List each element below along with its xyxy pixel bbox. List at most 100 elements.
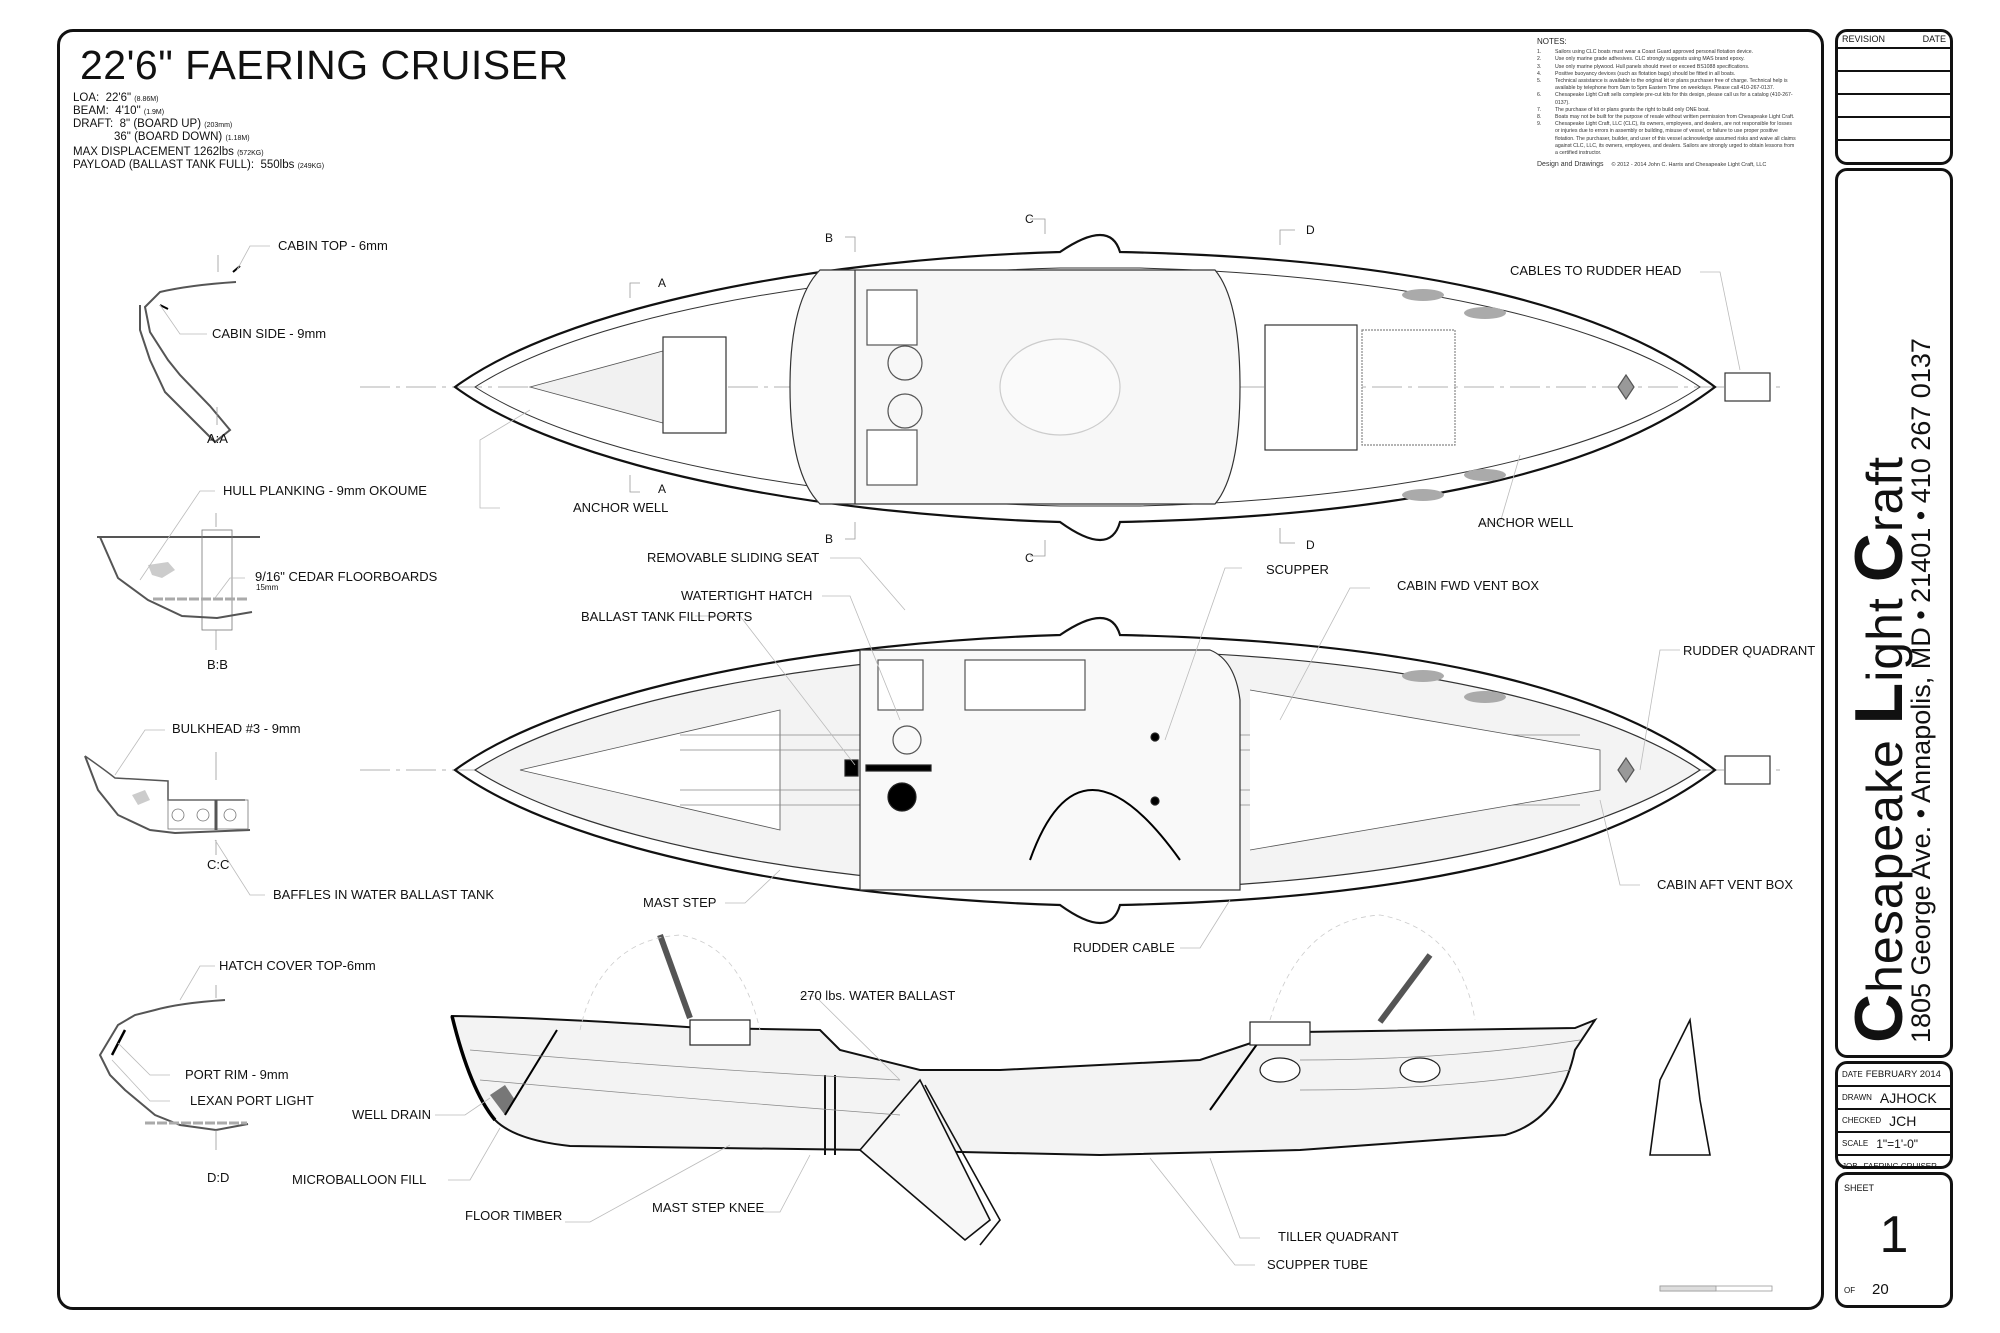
label-rudder-cable: RUDDER CABLE bbox=[1073, 940, 1175, 955]
label-cedar-floorboards-metric: 15mm bbox=[256, 583, 279, 592]
label-cabin-side: CABIN SIDE - 9mm bbox=[212, 326, 327, 341]
sheet-number: 1 bbox=[1879, 1206, 1909, 1264]
note-text: Boats may not be built for the purpose o… bbox=[1555, 114, 1795, 121]
spec-beam: BEAM: 4'10" (1.9M) bbox=[73, 105, 165, 117]
revision-label: REVISION bbox=[1842, 34, 1886, 44]
company-address: 1805 George Ave. • Annapolis, MD • 21401… bbox=[1906, 338, 1936, 1043]
label-hull-planking: HULL PLANKING - 9mm OKOUME bbox=[223, 483, 427, 498]
label-microballoon-fill: MICROBALLOON FILL bbox=[292, 1172, 427, 1187]
note-number: 1. bbox=[1537, 49, 1542, 56]
drawing-title: 22'6" FAERING CRUISER bbox=[80, 42, 569, 88]
label-rudder-quadrant: RUDDER QUADRANT bbox=[1683, 643, 1816, 658]
profile-view-drawing bbox=[450, 914, 1711, 1246]
cut-mark-d-top: D bbox=[1306, 223, 1315, 237]
interior-plan-drawing bbox=[360, 616, 1780, 925]
label-cedar-floorboards: 9/16" CEDAR FLOORBOARDS bbox=[255, 569, 438, 584]
label-removable-sliding-seat: REMOVABLE SLIDING SEAT bbox=[647, 550, 820, 565]
sheet-label: SHEET bbox=[1844, 1183, 1875, 1193]
cut-mark-a-bottom: A bbox=[658, 482, 667, 496]
revision-box: REVISION DATE bbox=[1835, 29, 1953, 165]
note-number: 5. bbox=[1537, 78, 1542, 85]
cut-mark-b-top: B bbox=[825, 231, 834, 245]
spec-displacement: MAX DISPLACEMENT 1262lbs (572KG) bbox=[73, 146, 264, 158]
section-aa-id: A:A bbox=[207, 431, 228, 446]
revision-row bbox=[1838, 118, 1950, 141]
note-item: 5. Technical assistance is available to t… bbox=[1537, 78, 1797, 92]
note-text: Chesapeake Light Craft, LLC (CLC), its o… bbox=[1555, 121, 1796, 157]
note-item: 4. Positive buoyancy devices (such as flo… bbox=[1537, 71, 1797, 78]
cut-mark-a-top: A bbox=[658, 276, 667, 290]
label-port-rim: PORT RIM - 9mm bbox=[185, 1067, 289, 1082]
label-bulkhead-3: BULKHEAD #3 - 9mm bbox=[172, 721, 301, 736]
label-cables-to-rudder-head: CABLES TO RUDDER HEAD bbox=[1510, 263, 1682, 278]
sheet-total: 20 bbox=[1872, 1281, 1889, 1298]
section-bb-drawing bbox=[97, 513, 260, 650]
note-item: 6. Chesapeake Light Craft sells complete … bbox=[1537, 92, 1797, 106]
notes-heading: NOTES: bbox=[1537, 37, 1567, 46]
label-anchor-well-aft: ANCHOR WELL bbox=[1478, 515, 1574, 530]
label-water-ballast: 270 lbs. WATER BALLAST bbox=[800, 988, 956, 1003]
section-cc-id: C:C bbox=[207, 857, 230, 872]
note-number: 3. bbox=[1537, 63, 1542, 70]
cut-mark-c-top: C bbox=[1025, 212, 1034, 226]
label-mast-step: MAST STEP bbox=[643, 895, 717, 910]
label-scupper: SCUPPER bbox=[1266, 562, 1329, 577]
note-number: 4. bbox=[1537, 70, 1542, 77]
note-text: Sailors using CLC boats must wear a Coas… bbox=[1555, 49, 1754, 56]
section-bb-id: B:B bbox=[207, 657, 228, 672]
note-number: 8. bbox=[1537, 114, 1542, 121]
note-text: Use only marine plywood. Hull panels sho… bbox=[1555, 63, 1750, 70]
label-cabin-fwd-vent-box: CABIN FWD VENT BOX bbox=[1397, 578, 1540, 593]
note-item: 9.Chesapeake Light Craft, LLC (CLC), its… bbox=[1537, 121, 1797, 157]
revision-row bbox=[1838, 72, 1950, 95]
note-number: 2. bbox=[1537, 56, 1542, 63]
note-text: Technical assistance is available to the… bbox=[1555, 78, 1788, 92]
label-baffles: BAFFLES IN WATER BALLAST TANK bbox=[273, 887, 495, 902]
note-item: 2. Use only marine grade adhesives. CLC s… bbox=[1537, 56, 1797, 63]
revision-row bbox=[1838, 49, 1950, 72]
company-box: Chesapeake Light Craft 1805 George Ave. … bbox=[1835, 168, 1953, 1058]
spec-draft-down: 36" (BOARD DOWN) (1.18M) bbox=[114, 131, 250, 143]
leader-lines bbox=[111, 245, 1741, 1266]
note-number: 6. bbox=[1537, 92, 1542, 99]
label-watertight-hatch: WATERTIGHT HATCH bbox=[681, 588, 813, 603]
revision-date-label: DATE bbox=[1922, 34, 1946, 44]
cut-mark-d-bottom: D bbox=[1306, 538, 1315, 552]
label-lexan-port-light: LEXAN PORT LIGHT bbox=[190, 1093, 314, 1108]
notes-list: 1. Sailors using CLC boats must wear a Co… bbox=[1537, 49, 1797, 157]
spec-payload: PAYLOAD (BALLAST TANK FULL): 550lbs (249… bbox=[73, 159, 325, 171]
note-text: Positive buoyancy devices (such as flota… bbox=[1555, 70, 1736, 77]
note-item: 7.The purchase of kit or plans grants th… bbox=[1537, 107, 1797, 114]
section-dd-drawing bbox=[98, 985, 249, 1150]
label-mast-step-knee: MAST STEP KNEE bbox=[652, 1200, 765, 1215]
cut-mark-b-bottom: B bbox=[825, 532, 834, 546]
note-text: Use only marine grade adhesives. CLC str… bbox=[1555, 56, 1745, 63]
label-floor-timber: FLOOR TIMBER bbox=[465, 1208, 563, 1223]
sheet-of-label: OF bbox=[1844, 1286, 1856, 1295]
spec-draft-up: DRAFT: 8" (BOARD UP) (203mm) bbox=[73, 118, 233, 130]
section-cc-drawing bbox=[84, 752, 251, 855]
label-well-drain: WELL DRAIN bbox=[352, 1107, 431, 1122]
revision-row bbox=[1838, 141, 1950, 162]
note-text: The purchase of kit or plans grants the … bbox=[1555, 106, 1710, 113]
label-ballast-fill-ports: BALLAST TANK FILL PORTS bbox=[581, 609, 753, 624]
spec-loa: LOA: 22'6" (8.86M) bbox=[73, 92, 159, 104]
cut-mark-c-bottom: C bbox=[1025, 551, 1034, 565]
label-tiller-quadrant: TILLER QUADRANT bbox=[1278, 1229, 1399, 1244]
section-dd-id: D:D bbox=[207, 1170, 230, 1185]
drawing-border bbox=[57, 29, 1824, 1310]
plan-view-drawing bbox=[360, 233, 1780, 542]
label-anchor-well-fwd: ANCHOR WELL bbox=[573, 500, 669, 515]
note-item: 3. Use only marine plywood. Hull panels s… bbox=[1537, 64, 1797, 71]
notes-block: NOTES: 1. Sailors using CLC boats must we… bbox=[1537, 37, 1797, 169]
note-text: Chesapeake Light Craft sells complete pr… bbox=[1555, 92, 1793, 106]
note-item: 1. Sailors using CLC boats must wear a Co… bbox=[1537, 49, 1797, 56]
label-hatch-cover-top: HATCH COVER TOP-6mm bbox=[219, 958, 376, 973]
